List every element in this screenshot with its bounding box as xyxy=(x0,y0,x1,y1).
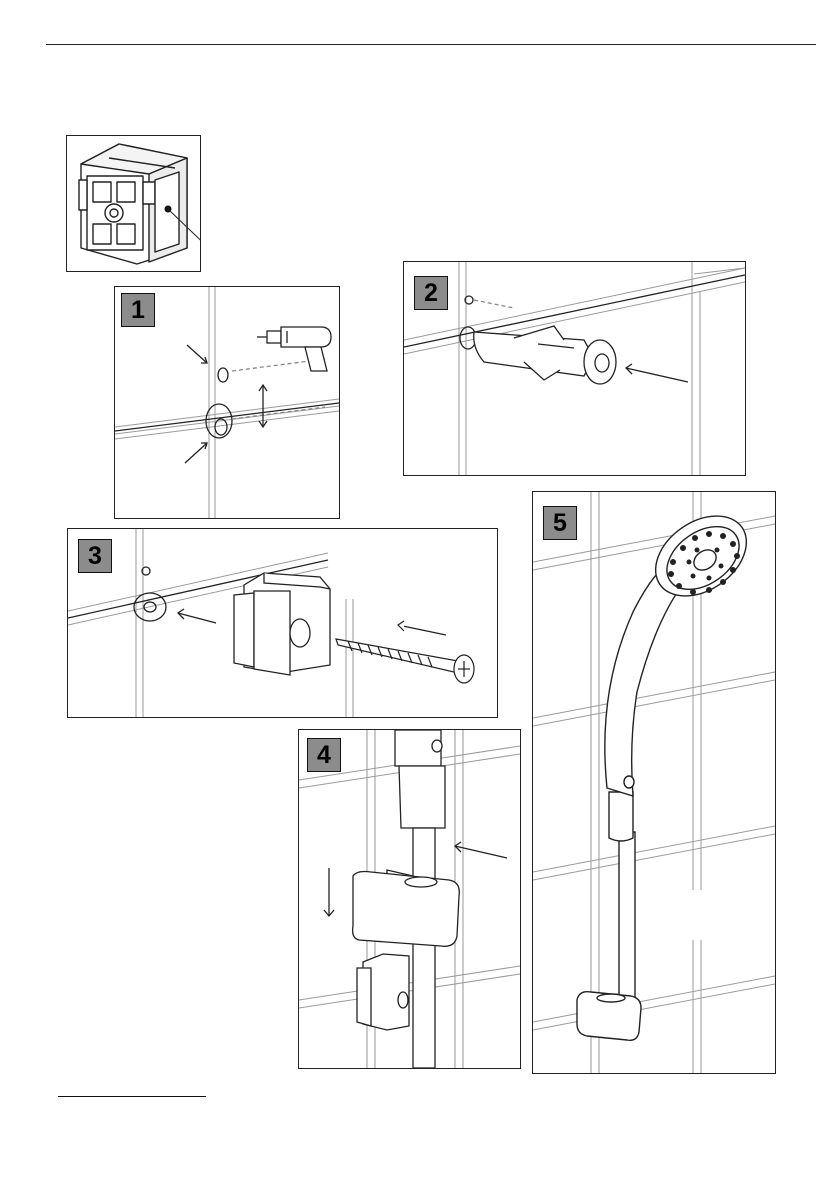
wall-bracket-icon xyxy=(67,136,200,271)
label-blank-area xyxy=(688,890,775,940)
power-drill-icon xyxy=(257,327,331,371)
step-1-badge: 1 xyxy=(121,293,155,327)
step-2-panel: 2 xyxy=(403,261,746,476)
wall-bracket-icon xyxy=(357,954,409,1030)
wall-bracket-icon xyxy=(234,573,330,675)
step-5-badge: 5 xyxy=(543,506,577,540)
wall-plug-icon xyxy=(474,326,616,384)
step-1-panel: 1 xyxy=(114,286,340,519)
step-4-badge: 4 xyxy=(307,738,341,772)
step-4-panel: 4 xyxy=(298,729,521,1069)
screw-icon xyxy=(336,621,474,683)
bracket-detail-panel xyxy=(66,135,201,272)
page-top-rule xyxy=(46,44,816,45)
step-3-badge: 3 xyxy=(78,539,112,573)
step-5-panel: 5 xyxy=(532,491,776,1074)
step-2-badge: 2 xyxy=(414,276,448,310)
footnote-rule xyxy=(58,1096,206,1097)
hand-shower-icon xyxy=(605,499,762,1032)
step-3-panel: 3 xyxy=(67,528,498,718)
